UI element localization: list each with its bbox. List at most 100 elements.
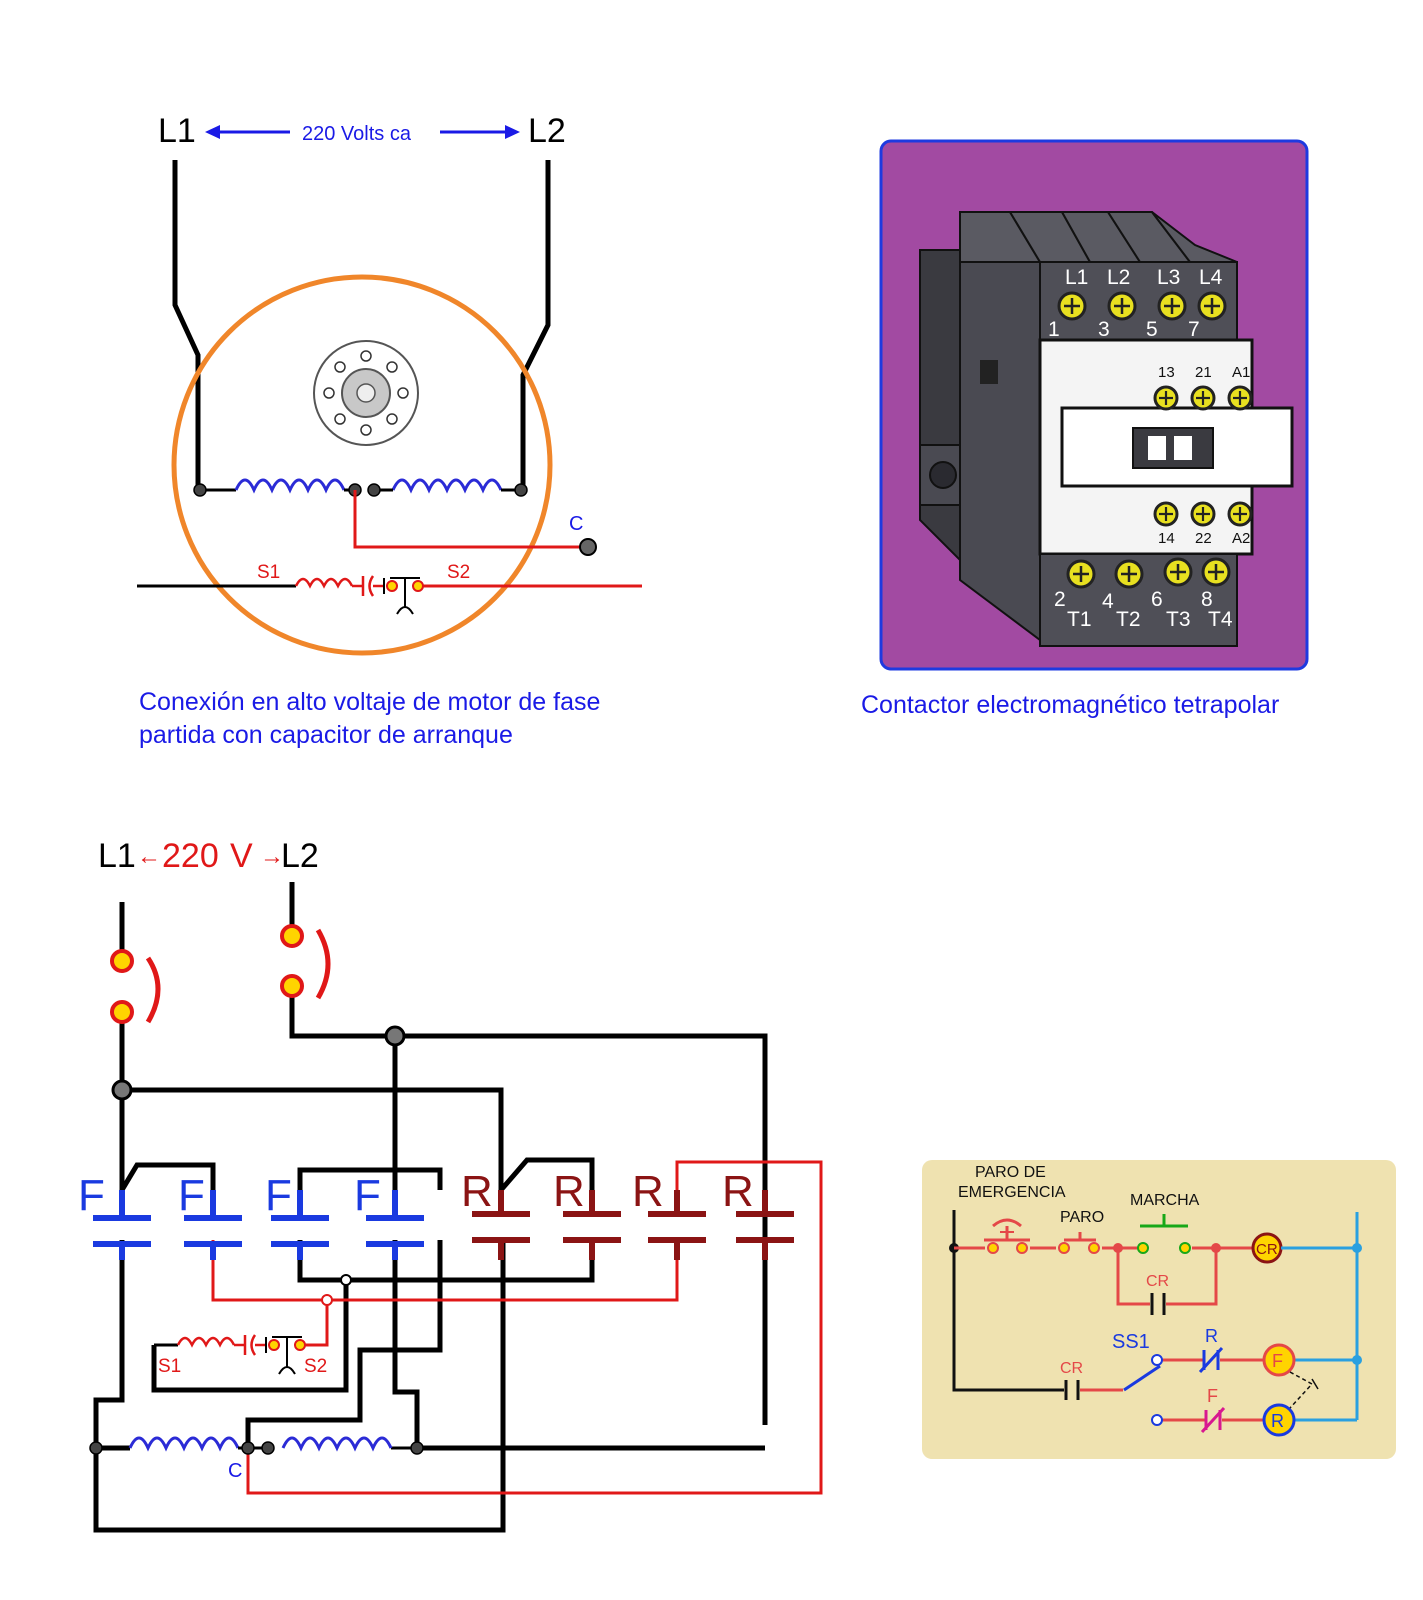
switch-blade (145, 956, 161, 1024)
side-slot (980, 360, 998, 384)
switch-terminal (280, 924, 304, 948)
winding-coil-left (234, 478, 346, 494)
motor-caption-line2: partida con capacitor de arranque (139, 721, 513, 749)
mechanical-interlock (1289, 1371, 1314, 1409)
aux-bottom-label: A2 (1232, 530, 1250, 547)
aux-top-label: 13 (1158, 364, 1175, 381)
top-terminal-label: L1 (1065, 266, 1088, 289)
f-interlock-label: F (1207, 1386, 1218, 1406)
emergency-stop-label-2: EMERGENCIA (958, 1184, 1066, 1201)
terminal-dot (367, 483, 381, 497)
cs-actuator (278, 1366, 296, 1375)
motor-wiring-diagram: L1 L2 220 Volts ca (137, 112, 642, 749)
r-coil-label: R (1271, 1411, 1284, 1431)
junction-dot (384, 1025, 406, 1047)
junction-dot (1211, 1243, 1221, 1253)
cs-terminal (386, 580, 398, 592)
forward-contact-label: F (178, 1171, 205, 1220)
top-terminal-number: 1 (1048, 318, 1060, 341)
top-terminal-number: 3 (1098, 318, 1110, 341)
power-voltage-label: 220 (162, 837, 219, 875)
terminal-dot (514, 483, 528, 497)
power-s1-label: S1 (158, 1356, 181, 1377)
mount-hole (929, 461, 957, 489)
ss1-label: SS1 (1112, 1331, 1150, 1353)
bottom-screw-row (1066, 557, 1231, 589)
control-circuit-diagram: PARO DE EMERGENCIA PARO MARCHA (922, 1160, 1396, 1459)
junction-dot (1352, 1355, 1362, 1365)
indicator-flag (1174, 436, 1192, 460)
indicator-flag (1148, 436, 1166, 460)
bottom-terminal-number: 8 (1201, 588, 1213, 611)
bottom-terminal-label: T1 (1067, 608, 1092, 631)
aux-bottom-label: 14 (1158, 530, 1175, 547)
cs-actuator (396, 606, 414, 615)
terminal-c-dot (579, 538, 597, 556)
start-button (1137, 1214, 1191, 1254)
stop-label: PARO (1060, 1209, 1104, 1226)
junction-dot (321, 1294, 333, 1306)
stop-button (1058, 1232, 1100, 1254)
reverse-contact-label: R (461, 1167, 493, 1216)
switch-terminal (110, 1000, 134, 1024)
power-l2-label: L2 (281, 837, 319, 875)
top-terminal-number: 7 (1188, 318, 1200, 341)
power-l1-label: L1 (98, 837, 136, 875)
bottom-terminal-number: 2 (1054, 588, 1066, 611)
motor-s1-label: S1 (257, 562, 280, 583)
motor-caption-line1: Conexión en alto voltaje de motor de fas… (139, 688, 600, 716)
reverse-contact-label: R (722, 1167, 754, 1216)
control-panel (922, 1160, 1396, 1459)
forward-contact-label: F (265, 1171, 292, 1220)
top-terminal-label: L2 (1107, 266, 1130, 289)
interlock-tick (1311, 1378, 1319, 1390)
power-wiring-red (211, 1160, 823, 1495)
cr-contact-label: CR (1146, 1273, 1169, 1290)
motor-housing-circle (171, 274, 553, 656)
forward-contacts (93, 1190, 424, 1260)
switch-terminal (110, 949, 134, 973)
emergency-stop-button (984, 1218, 1030, 1254)
voltage-arrows (205, 125, 520, 139)
power-terminal-c-label: C (228, 1460, 242, 1482)
power-arrow-right: → (260, 843, 284, 870)
top-terminal-label: L4 (1199, 266, 1223, 289)
f-coil-label: F (1272, 1351, 1283, 1371)
terminal-dot (193, 483, 207, 497)
aux-screws (1153, 385, 1253, 527)
bottom-terminal-number: 6 (1151, 588, 1163, 611)
motor-l1-lead (172, 160, 201, 490)
run-winding-right (281, 1436, 393, 1452)
start-label: MARCHA (1130, 1192, 1200, 1209)
cs-terminal (412, 580, 424, 592)
cr-contact-2 (1064, 1380, 1080, 1400)
junction-dot (111, 1079, 133, 1101)
motor-l2-lead (520, 160, 551, 490)
bottom-terminal-label: T2 (1116, 608, 1141, 631)
junction-dot (340, 1274, 352, 1286)
f-coil (1262, 1343, 1296, 1377)
f-interlock-contact (1200, 1406, 1226, 1434)
aux-top-label: 21 (1195, 364, 1212, 381)
contactor-caption: Contactor electromagnético tetrapolar (861, 691, 1279, 719)
forward-contact-label: F (78, 1171, 105, 1220)
cs-terminal (268, 1339, 280, 1351)
terminal-dot (261, 1441, 275, 1455)
contactor-rail-clip (919, 249, 961, 563)
start-winding (294, 577, 354, 589)
power-s2-label: S2 (304, 1356, 327, 1377)
cr-contact-2-label: CR (1060, 1360, 1083, 1377)
selector-switch-ss1 (1123, 1354, 1163, 1426)
terminal-dot (89, 1441, 103, 1455)
aux-bottom-label: 22 (1195, 530, 1212, 547)
reverse-contact-label: R (553, 1167, 585, 1216)
switch-terminal (280, 974, 304, 998)
bottom-terminal-label: T4 (1208, 608, 1233, 631)
power-circuit-diagram: L1 ← 220 V → L2 (78, 837, 823, 1533)
top-screw-row (1057, 291, 1227, 321)
forward-contact-label: F (354, 1171, 381, 1220)
rotor-icon (313, 340, 419, 446)
r-interlock-contact (1198, 1346, 1224, 1374)
control-left-rail (952, 1210, 1064, 1392)
